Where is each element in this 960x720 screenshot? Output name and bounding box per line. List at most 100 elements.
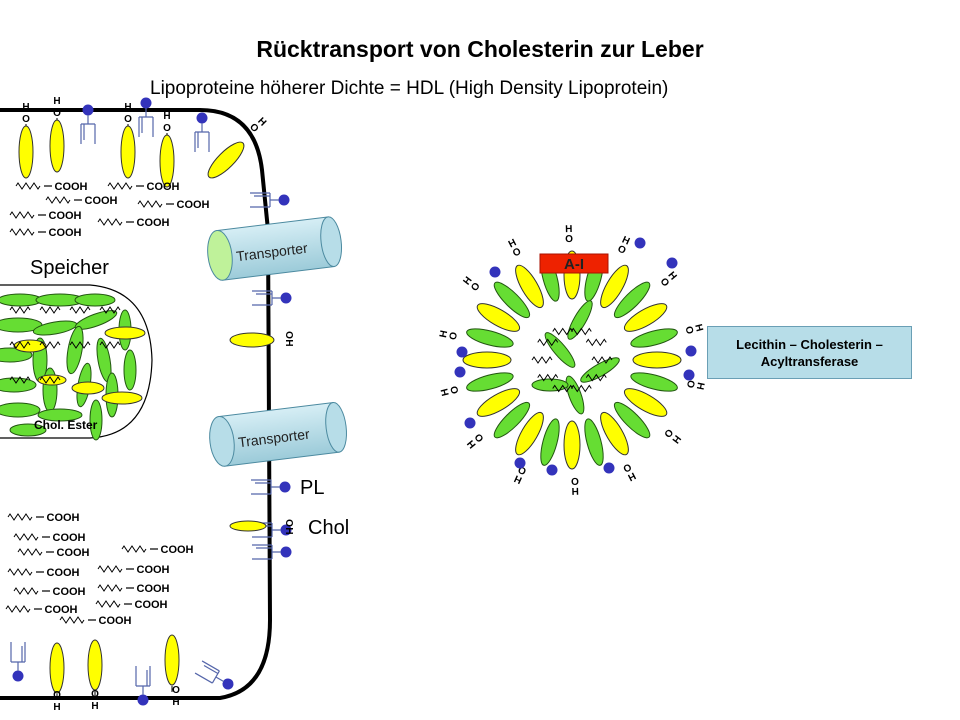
hydroxyl-h: H (571, 485, 579, 496)
fatty-acid-chain (5, 605, 31, 613)
cholesterol-molecule (476, 303, 521, 332)
phospholipid-head (140, 97, 152, 109)
fatty-acid-chain (97, 584, 123, 592)
hydroxyl-o: O (163, 123, 171, 134)
phospholipid-head (137, 694, 149, 706)
phospholipid (194, 112, 210, 152)
fatty-acid-chain (59, 616, 85, 624)
hydroxyl-o: O (172, 685, 180, 696)
cholesterol-molecule (462, 351, 512, 369)
hydroxyl-h: H (620, 235, 631, 248)
phospholipid (252, 544, 292, 560)
cooh-label: COOH (49, 227, 82, 239)
phospholipid-tail (252, 544, 281, 560)
phospholipid (138, 97, 154, 137)
cholesterol-molecule (515, 411, 544, 456)
cholesterol-ester (531, 378, 569, 392)
cholesterol-ester (66, 325, 84, 375)
page-subtitle: Lipoproteine höherer Dichte = HDL (High … (150, 78, 669, 99)
fatty-acid-chain (15, 182, 41, 190)
hydroxyl-o: O (571, 475, 579, 486)
transporter-lower: Transporter (209, 401, 347, 467)
page-title: Rücktransport von Cholesterin zur Leber (256, 36, 704, 62)
phospholipid-head (280, 292, 292, 304)
phospholipid-head (464, 417, 476, 429)
cholesterol-molecule (71, 381, 105, 395)
phospholipid-head (514, 457, 526, 469)
cholesterol-ester (74, 293, 116, 307)
cholesterol-molecule (104, 326, 146, 340)
hydroxyl-o: O (448, 331, 460, 341)
fatty-acid-chain (99, 341, 121, 349)
phospholipid-head (278, 194, 290, 206)
fatty-acid-chain (69, 306, 91, 314)
enzyme-line-1: Lecithin – Cholesterin – (736, 336, 883, 352)
cholesterol-ester (630, 328, 678, 348)
phospholipid-head (82, 104, 94, 116)
hydroxyl-o: O (283, 519, 294, 527)
fatty-acid-chain (39, 341, 61, 349)
cholesterol-ester (0, 402, 41, 418)
cholesterol-ester (89, 399, 103, 441)
phospholipid-head (279, 481, 291, 493)
hydroxyl-h: H (507, 237, 518, 250)
cooh-label: COOH (85, 195, 118, 207)
cooh-label: COOH (147, 181, 180, 193)
hydroxyl-o: O (516, 463, 528, 476)
hydroxyl-o: O (684, 379, 696, 389)
hydroxyl-h: H (626, 470, 637, 483)
fatty-acid-chain (570, 384, 592, 393)
enzyme-label-box: Lecithin – Cholesterin – Acyltransferase (707, 326, 912, 379)
phospholipid-tail (252, 290, 281, 306)
fatty-acid-chain (537, 338, 559, 347)
hydroxyl-o: O (22, 114, 30, 125)
cholesterol-ester (544, 332, 576, 368)
cholesterol-ester (74, 310, 118, 330)
cooh-label: COOH (137, 564, 170, 576)
hydroxyl-h: H (694, 381, 706, 390)
phospholipid-tail (194, 660, 224, 684)
fatty-acid-chain (95, 600, 121, 608)
hydroxyl-o: O (511, 246, 523, 259)
fatty-acid-chain (99, 306, 121, 314)
hydroxyl-h: H (53, 702, 60, 713)
cooh-label: COOH (53, 532, 86, 544)
phospholipid-tail (194, 123, 210, 152)
cooh-label: COOH (53, 586, 86, 598)
cholesterol-ester (540, 418, 560, 466)
transporter-upper: Transporter (207, 216, 343, 281)
phospholipid-head (685, 345, 697, 357)
cholesterol-ester (630, 372, 678, 392)
hydroxyl-h: H (163, 111, 170, 122)
fatty-acid-chain (9, 341, 31, 349)
hydroxyl-h: H (513, 472, 524, 485)
cholesterol-ester (0, 347, 33, 363)
hydroxyl-h: H (53, 96, 60, 107)
cooh-label: COOH (47, 512, 80, 524)
cholesterol-ester (466, 372, 514, 392)
phospholipid-head (454, 366, 466, 378)
fatty-acid-chain (591, 356, 613, 364)
hydroxyl-o: O (124, 114, 132, 125)
hydroxyl-o: O (53, 108, 61, 119)
fatty-acid-chain (552, 384, 574, 393)
cholesterol-molecule (207, 141, 245, 179)
hydroxyl-h: H (565, 224, 573, 235)
cholesterol-molecule (13, 339, 47, 353)
cholesterol-molecule (18, 125, 34, 179)
phospholipid-head (222, 678, 234, 690)
cholesterol-molecule (632, 351, 682, 369)
phospholipid-tail (135, 666, 151, 695)
fatty-acid-chain (9, 211, 35, 219)
cooh-label: COOH (137, 217, 170, 229)
cholesterol-ester (493, 401, 531, 439)
cholesterol-molecule (563, 420, 581, 470)
cholesterol-molecule (159, 134, 175, 188)
cholesterol-molecule (600, 264, 629, 309)
fatty-acid-chain (13, 587, 39, 595)
cholesterol-molecule (600, 411, 629, 456)
phospholipid-tail (138, 108, 154, 137)
cholesterol-ester (466, 328, 514, 348)
cooh-label: COOH (47, 567, 80, 579)
fatty-acid-chain (531, 356, 553, 364)
